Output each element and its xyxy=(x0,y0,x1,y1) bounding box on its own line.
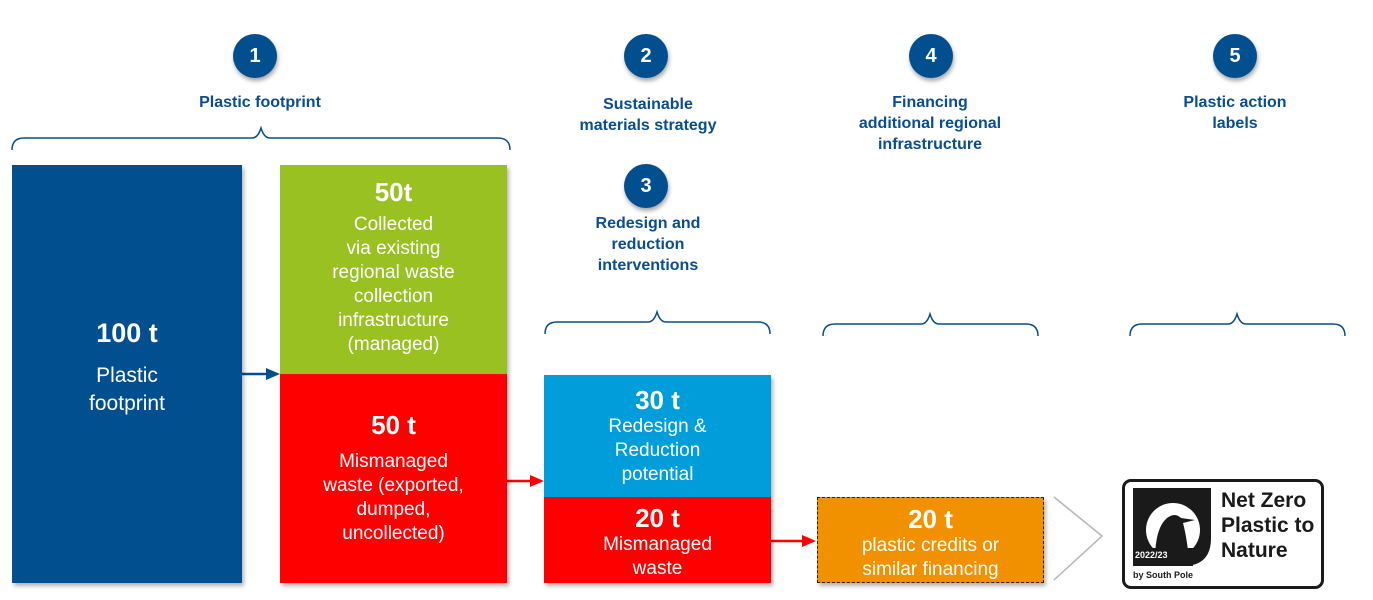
mismanaged-box: 50 t Mismanaged waste (exported, dumped,… xyxy=(280,374,507,583)
step-3-title: Redesign and reduction interventions xyxy=(548,213,748,276)
credits-label-line: plastic credits or xyxy=(861,535,1000,556)
collected-label-line: collection xyxy=(353,286,434,307)
brace-step-5 xyxy=(1129,311,1346,337)
redesign-box: 30 t Redesign & Reduction potential xyxy=(544,375,771,497)
label-issuer: by South Pole xyxy=(1133,570,1194,580)
step-4-badge: 4 xyxy=(909,34,953,78)
mismanaged-remaining-label-line: Mismanaged xyxy=(603,534,712,555)
step-4-number: 4 xyxy=(925,44,937,67)
penguin-icon xyxy=(1133,488,1211,566)
chevron-right-icon xyxy=(1053,496,1104,581)
mismanaged-label-line: dumped, xyxy=(356,499,431,520)
collected-label-line: Collected xyxy=(353,214,434,235)
label-year: 2022/23 xyxy=(1135,550,1168,560)
brace-step-3 xyxy=(544,309,771,335)
footprint-label-line: footprint xyxy=(89,392,165,415)
collected-box: 50t Collected via existing regional wast… xyxy=(280,165,507,374)
step-4-title-line: Financing xyxy=(892,94,968,111)
arrowhead-footprint xyxy=(266,368,280,380)
collected-value: 50t xyxy=(374,177,413,207)
collected-label-line: infrastructure xyxy=(338,310,449,331)
label-title-line: Nature xyxy=(1221,539,1288,562)
step-4-title-line: infrastructure xyxy=(877,136,983,153)
step-4-title: Financing additional regional infrastruc… xyxy=(830,92,1030,155)
mismanaged-remaining-box: 20 t Mismanaged waste xyxy=(544,497,771,583)
collected-label-line: via existing xyxy=(346,238,441,259)
arrowhead-mismanaged xyxy=(530,475,544,487)
collected-label-line: (managed) xyxy=(347,334,440,355)
step-3-title-line: interventions xyxy=(597,257,699,274)
step-1-title: Plastic footprint xyxy=(130,92,390,113)
step-3-title-line: reduction xyxy=(611,236,685,253)
redesign-label-line: potential xyxy=(621,464,694,485)
label-title-line: Net Zero xyxy=(1221,489,1307,512)
step-2-number: 2 xyxy=(640,44,652,67)
step-5-title-line: labels xyxy=(1212,115,1258,132)
step-3-number: 3 xyxy=(640,174,652,197)
label-title-line: Plastic to xyxy=(1221,514,1315,537)
step-1-badge: 1 xyxy=(233,34,277,78)
step-1-title-text: Plastic footprint xyxy=(199,94,321,111)
brace-step-4 xyxy=(822,311,1039,337)
redesign-label-line: Redesign & xyxy=(608,416,707,437)
step-1-number: 1 xyxy=(249,44,261,67)
credits-value: 20 t xyxy=(908,504,953,534)
footprint-box: 100 t Plastic footprint xyxy=(12,165,242,583)
footprint-value: 100 t xyxy=(96,318,158,348)
step-5-badge: 5 xyxy=(1213,34,1257,78)
step-2-title-line: Sustainable xyxy=(603,96,693,113)
step-5-title-line: Plastic action xyxy=(1183,94,1287,111)
step-5-title: Plastic action labels xyxy=(1135,92,1335,134)
step-3-badge: 3 xyxy=(624,164,668,208)
step-3-title-line: Redesign and xyxy=(595,215,701,232)
footprint-label-line: Plastic xyxy=(96,364,158,387)
arrowhead-remaining xyxy=(802,535,816,547)
redesign-label-line: Reduction xyxy=(614,440,701,461)
step-2-title-line: materials strategy xyxy=(579,117,717,134)
mismanaged-remaining-value: 20 t xyxy=(635,503,680,533)
mismanaged-label-line: waste (exported, xyxy=(323,475,464,496)
mismanaged-remaining-label-line: waste xyxy=(632,558,683,579)
step-5-number: 5 xyxy=(1229,44,1241,67)
step-2-badge: 2 xyxy=(624,34,668,78)
mismanaged-label-line: uncollected) xyxy=(342,523,445,544)
step-2-title: Sustainable materials strategy xyxy=(548,94,748,136)
credits-label-line: similar financing xyxy=(862,559,999,580)
step-4-title-line: additional regional xyxy=(858,115,1002,132)
net-zero-label: 2022/23 by South Pole Net Zero Plastic t… xyxy=(1122,479,1324,589)
brace-step-1 xyxy=(11,125,511,151)
mismanaged-label-line: Mismanaged xyxy=(339,451,448,472)
redesign-value: 30 t xyxy=(635,385,680,415)
mismanaged-value: 50 t xyxy=(371,410,416,440)
collected-label-line: regional waste xyxy=(332,262,455,283)
credits-box: 20 t plastic credits or similar financin… xyxy=(817,497,1044,583)
label-title: Net Zero Plastic to Nature xyxy=(1221,488,1314,563)
